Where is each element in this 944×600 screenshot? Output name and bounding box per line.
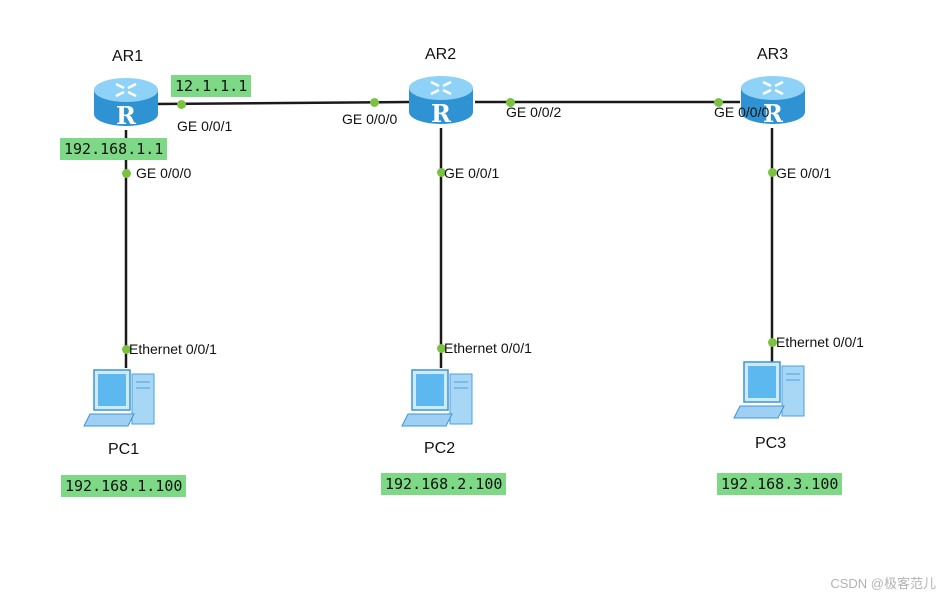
pc-icon[interactable] <box>733 361 805 419</box>
pc-icon[interactable] <box>83 369 155 427</box>
router-name-ar1: AR1 <box>112 48 144 65</box>
interface-label-pc2-eth: Ethernet 0/0/1 <box>444 340 532 356</box>
svg-text:R: R <box>763 99 784 128</box>
interface-label-pc1-eth: Ethernet 0/0/1 <box>129 341 217 357</box>
port-dot-ar2-ge002[interactable] <box>505 97 515 107</box>
ip-label-pc1: 192.168.1.100 <box>61 475 187 497</box>
interface-label-ar3-ge001: GE 0/0/1 <box>776 165 832 181</box>
ip-label-ar1-wan: 12.1.1.1 <box>171 75 252 97</box>
port-dot-ar2-ge001[interactable] <box>436 167 446 177</box>
router-icon[interactable]: R <box>409 76 473 128</box>
interface-label-ar1-ge001: GE 0/0/1 <box>177 118 233 134</box>
port-dot-pc3-eth[interactable] <box>767 337 777 347</box>
pc-name-pc1: PC1 <box>108 441 140 458</box>
router-name-ar2: AR2 <box>425 46 457 63</box>
port-dot-ar3-ge001[interactable] <box>767 167 777 177</box>
interface-label-pc3-eth: Ethernet 0/0/1 <box>776 334 864 350</box>
port-dot-pc2-eth[interactable] <box>436 343 446 353</box>
port-dot-pc1-eth[interactable] <box>121 344 131 354</box>
watermark: CSDN @极客范儿 <box>830 576 936 591</box>
svg-text:R: R <box>116 101 137 130</box>
svg-text:R: R <box>431 99 452 128</box>
interface-label-ar1-ge000: GE 0/0/0 <box>136 165 192 181</box>
pc-name-pc3: PC3 <box>755 435 787 452</box>
interface-label-ar2-ge002: GE 0/0/2 <box>506 104 562 120</box>
port-dot-ar2-ge000[interactable] <box>369 97 379 107</box>
router-icon[interactable]: R <box>94 78 158 130</box>
port-dot-ar3-ge000[interactable] <box>713 97 723 107</box>
interface-label-ar2-ge000: GE 0/0/0 <box>342 111 398 127</box>
interface-label-ar3-ge000: GE 0/0/0 <box>714 104 770 120</box>
port-dot-ar1-ge000[interactable] <box>121 168 131 178</box>
ip-label-ar1-lan: 192.168.1.1 <box>60 138 168 160</box>
link-ar1-ar2 <box>154 100 411 106</box>
pc-name-pc2: PC2 <box>424 440 456 457</box>
port-dot-ar1-ge001[interactable] <box>176 99 186 109</box>
pc-icon[interactable] <box>401 369 473 427</box>
router-icon[interactable]: R <box>741 76 805 128</box>
ip-label-pc2: 192.168.2.100 <box>381 473 507 495</box>
ip-label-pc3: 192.168.3.100 <box>717 473 843 495</box>
interface-label-ar2-ge001: GE 0/0/1 <box>444 165 500 181</box>
router-name-ar3: AR3 <box>757 46 789 63</box>
